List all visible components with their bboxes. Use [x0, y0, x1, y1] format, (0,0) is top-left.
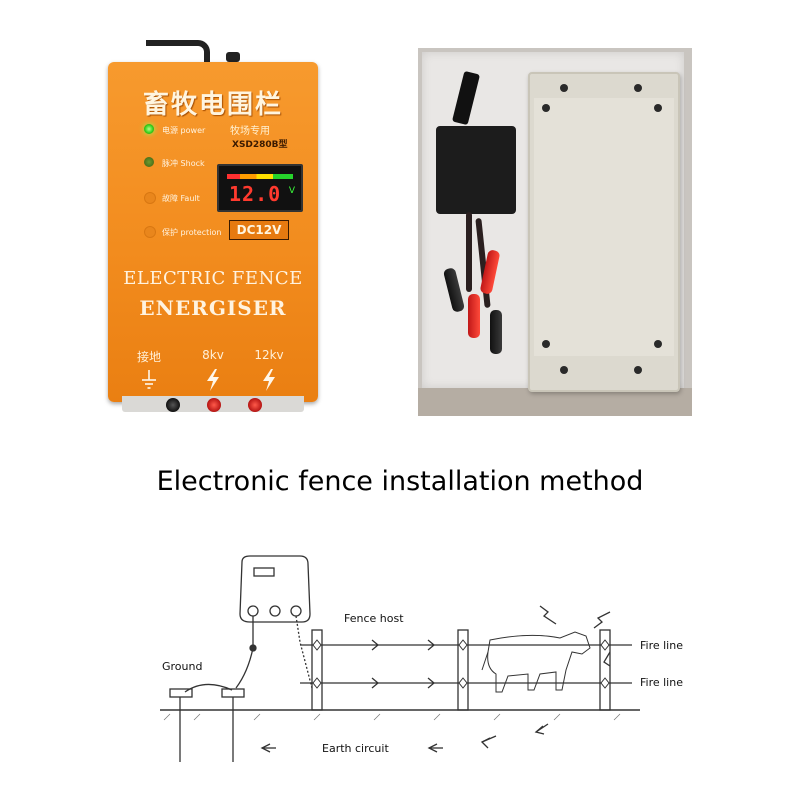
- mounting-hole: [654, 340, 662, 348]
- 12kv-terminal-post: [248, 398, 262, 412]
- voltage-readout: 12.0: [229, 182, 282, 206]
- power-led-icon: [144, 124, 154, 134]
- insulator: [600, 677, 610, 689]
- ground-label: Ground: [162, 660, 203, 673]
- direction-arrow: [427, 677, 436, 689]
- installation-diagram: Fence host Ground Fire line Fire line Ea…: [0, 540, 800, 800]
- ground-clamp: [169, 688, 193, 698]
- fence-host-terminal: [290, 605, 302, 617]
- device-body: 畜牧电围栏 牧场专用 XSD280B型 电源 power 脉冲 Shock 故障…: [108, 62, 318, 402]
- dc-voltage-badge: DC12V: [229, 220, 289, 240]
- earth-circuit-label: Earth circuit: [322, 742, 389, 755]
- 8kv-terminal-post: [207, 398, 221, 412]
- page-title: Electronic fence installation method: [156, 466, 644, 497]
- cow-outline: [487, 631, 591, 693]
- red-clip: [468, 294, 480, 338]
- ground-symbol-icon: [124, 368, 174, 395]
- brand-line-1: ELECTRIC FENCE: [123, 268, 303, 289]
- indicator-label-power: 电源 power: [162, 126, 206, 135]
- fire-line-top-label: Fire line: [640, 639, 683, 652]
- mounting-hole: [654, 104, 662, 112]
- mounting-hole: [560, 84, 568, 92]
- ground-terminal-post: [166, 398, 180, 412]
- mounting-hole: [634, 366, 642, 374]
- cable-stub: [226, 52, 240, 62]
- wire-junction: [249, 644, 257, 652]
- fence-host-unit: [239, 555, 311, 623]
- shock-zigzag-icon: [593, 611, 611, 629]
- box-edge: [418, 388, 692, 416]
- indicator-label-fault: 故障 Fault: [162, 194, 200, 203]
- mounting-hole: [542, 104, 550, 112]
- shock-zigzag-icon: [603, 651, 611, 667]
- terminal-label-8kv: 8kv: [202, 348, 224, 362]
- direction-arrow: [427, 639, 436, 651]
- mounting-hole: [560, 366, 568, 374]
- insulator: [312, 639, 322, 651]
- insulator: [600, 639, 610, 651]
- black-clip: [490, 310, 502, 354]
- direction-arrow: [371, 639, 380, 651]
- lightning-icon: [188, 368, 238, 397]
- fence-host-label: Fence host: [344, 612, 404, 625]
- terminal-label-ground: 接地: [136, 350, 161, 364]
- fault-led-icon: [144, 192, 156, 204]
- mounting-hole: [542, 340, 550, 348]
- mounting-hole: [634, 84, 642, 92]
- ground-clamp: [221, 688, 245, 698]
- fence-host-display: [253, 567, 275, 577]
- live-wire: [295, 615, 313, 689]
- fire-line-bottom-label: Fire line: [640, 676, 683, 689]
- mounting-plate-surface: [534, 98, 674, 356]
- fence-host-terminal: [269, 605, 281, 617]
- protection-led-icon: [144, 226, 156, 238]
- device-subtitle: 牧场专用: [230, 126, 270, 137]
- energiser-device-photo: 畜牧电围栏 牧场专用 XSD280B型 电源 power 脉冲 Shock 故障…: [108, 40, 318, 413]
- insulator: [312, 677, 322, 689]
- mounting-plate: [528, 72, 680, 392]
- indicator-label-shock: 脉冲 Shock: [162, 159, 205, 168]
- power-adapter: [436, 126, 516, 214]
- shock-zigzag-icon: [539, 605, 557, 625]
- power-cable: [146, 40, 210, 62]
- level-bar: [227, 174, 293, 179]
- voltage-unit: V: [288, 186, 295, 196]
- lightning-icon: [244, 368, 294, 397]
- direction-arrow: [371, 677, 380, 689]
- indicator-label-protection: 保护 protection: [162, 228, 222, 237]
- ground-link-wire: [184, 683, 233, 693]
- adapter-cable: [466, 212, 472, 292]
- brand-line-2: ENERGISER: [139, 296, 287, 320]
- insulator: [458, 639, 468, 651]
- fence-host-terminal: [247, 605, 259, 617]
- shock-led-icon: [144, 157, 154, 167]
- terminal-label-12kv: 12kv: [254, 348, 284, 362]
- accessories-package-photo: [418, 48, 692, 416]
- voltage-display: 12.0 V: [217, 164, 303, 212]
- device-model: XSD280B型: [232, 140, 288, 150]
- device-title: 畜牧电围栏: [142, 90, 283, 120]
- insulator: [458, 677, 468, 689]
- ground-wire: [235, 616, 254, 689]
